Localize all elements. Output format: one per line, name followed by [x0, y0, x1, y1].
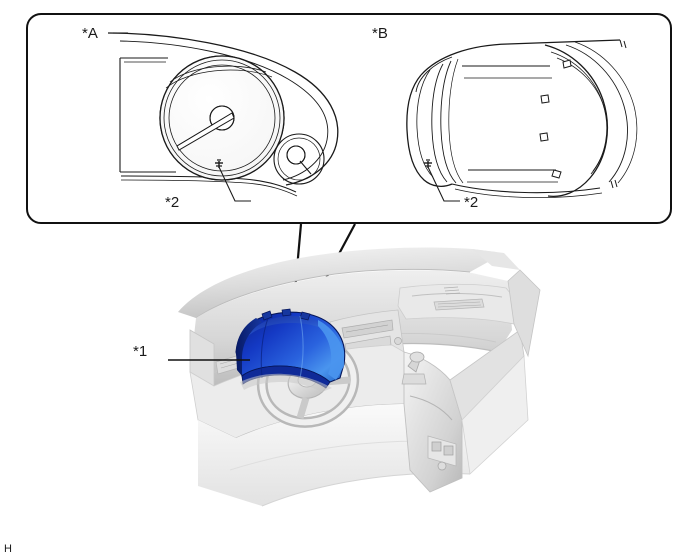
- cluster-mounting-tabs: [261, 308, 311, 321]
- dash-ledge-right: [472, 249, 520, 270]
- panel-b-drawing: [406, 39, 638, 198]
- cluster-left-cheek: [236, 318, 262, 376]
- dash-upper-pad: [178, 247, 496, 318]
- panel-a-callouts: *A *2: [82, 25, 251, 211]
- panel-b-claw-icon: [424, 159, 432, 168]
- panel-a-clip-icon: [215, 159, 223, 168]
- main-callout-1: *1: [133, 343, 250, 361]
- leader-line-a2: [218, 166, 251, 202]
- console-switch-panel: [427, 435, 457, 471]
- label-b: *B: [372, 25, 388, 42]
- floor-area: [198, 404, 470, 506]
- detail-box: *A *2: [26, 13, 672, 224]
- panel-b-claw-tabs: [539, 59, 572, 179]
- shift-lever: [401, 351, 427, 385]
- corner-mark: H: [4, 543, 12, 555]
- label-1: *1: [133, 343, 147, 360]
- leader-line-b2: [427, 166, 460, 202]
- dash-vent-right: [433, 298, 485, 311]
- panel-a-drawing: [107, 32, 339, 197]
- label-b-2: *2: [464, 194, 478, 211]
- dash-right-wrap: [507, 269, 541, 358]
- console-right-lower: [461, 355, 529, 475]
- dash-speaker-grille: [443, 286, 461, 295]
- combination-meter-assembly-highlight: [235, 308, 346, 389]
- cluster-right-facet: [318, 320, 344, 380]
- label-a-2: *2: [165, 194, 179, 211]
- label-a: *A: [82, 25, 98, 42]
- cluster-crown: [246, 316, 336, 338]
- cluster-drop-shadow: [240, 373, 332, 392]
- center-console: [403, 351, 463, 493]
- panel-b-callouts: *B *2: [372, 25, 478, 211]
- detail-box-border: [26, 13, 672, 224]
- dashboard-illustration: [178, 247, 541, 507]
